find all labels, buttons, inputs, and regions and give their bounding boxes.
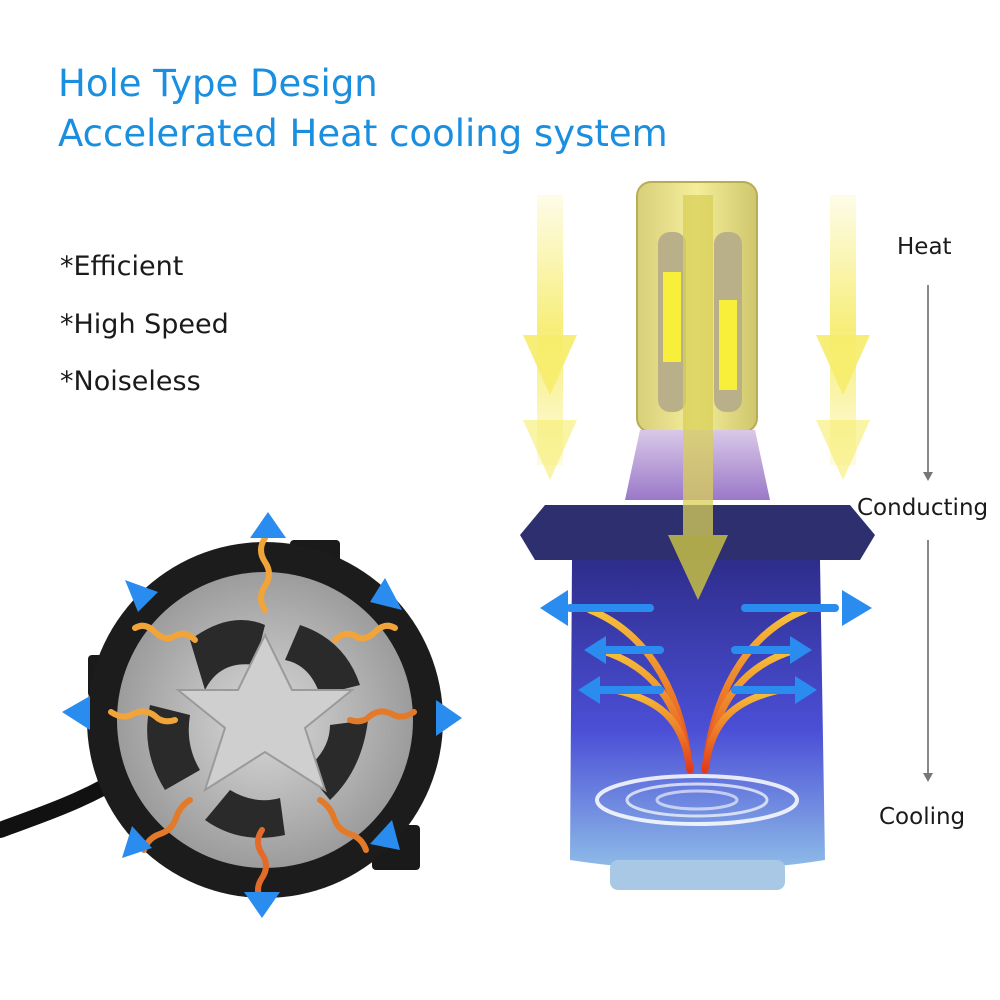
- cooling-arrow-icon: [436, 700, 462, 736]
- cooling-arrow-icon: [795, 676, 817, 704]
- cooling-arrow-icon: [578, 676, 600, 704]
- heat-arrow-icon: [816, 335, 870, 395]
- swirl-icon: [595, 774, 799, 826]
- title-line-2: Accelerated Heat cooling system: [58, 112, 668, 155]
- heat-arrow-icon: [816, 420, 870, 480]
- heat-arrow-icon: [523, 420, 577, 480]
- heat-to-conducting-line: [927, 285, 929, 473]
- feature-high-speed: *High Speed: [60, 309, 229, 340]
- cooling-arrow-icon: [370, 820, 400, 850]
- fan-illustration: [0, 512, 462, 918]
- bulb-base-cap: [610, 860, 785, 890]
- cooling-arrow-icon: [790, 636, 812, 664]
- cooling-arrow-icon: [842, 590, 872, 626]
- feature-efficient: *Efficient: [60, 251, 184, 282]
- fan-cooling-arrows: [62, 512, 462, 918]
- cooling-arrow-icon: [244, 892, 280, 918]
- stage-heat-label: Heat: [897, 234, 952, 260]
- center-heat-arrow-shaft: [683, 195, 713, 535]
- conducting-to-cooling-line: [927, 540, 929, 774]
- cooling-arrow-icon: [540, 590, 568, 626]
- stage-conducting-label: Conducting: [857, 495, 989, 521]
- heat-arrow-icon: [523, 335, 577, 395]
- led-chip-left: [663, 272, 681, 362]
- stage-cooling-label: Cooling: [879, 804, 966, 830]
- heat-arrow-icon: [668, 535, 728, 600]
- cooling-arrow-icon: [370, 578, 402, 610]
- cooling-arrow-icon: [62, 696, 90, 730]
- bulb-cooling-arrows: [540, 590, 872, 704]
- side-heat-arrows: [523, 195, 870, 480]
- led-chip-right: [719, 300, 737, 390]
- cooling-arrow-icon: [125, 580, 158, 612]
- cooling-arrow-icon: [584, 636, 606, 664]
- fan-heat-waves: [108, 535, 417, 905]
- bulb-illustration: [520, 181, 875, 890]
- feature-noiseless: *Noiseless: [60, 366, 201, 397]
- title-line-1: Hole Type Design: [58, 62, 378, 105]
- cooling-arrow-icon: [122, 826, 152, 858]
- heat-to-conducting-arrowhead-icon: [923, 472, 933, 481]
- fan-star-center: [175, 632, 355, 793]
- cooling-arrow-icon: [250, 512, 286, 538]
- conducting-to-cooling-arrowhead-icon: [923, 773, 933, 782]
